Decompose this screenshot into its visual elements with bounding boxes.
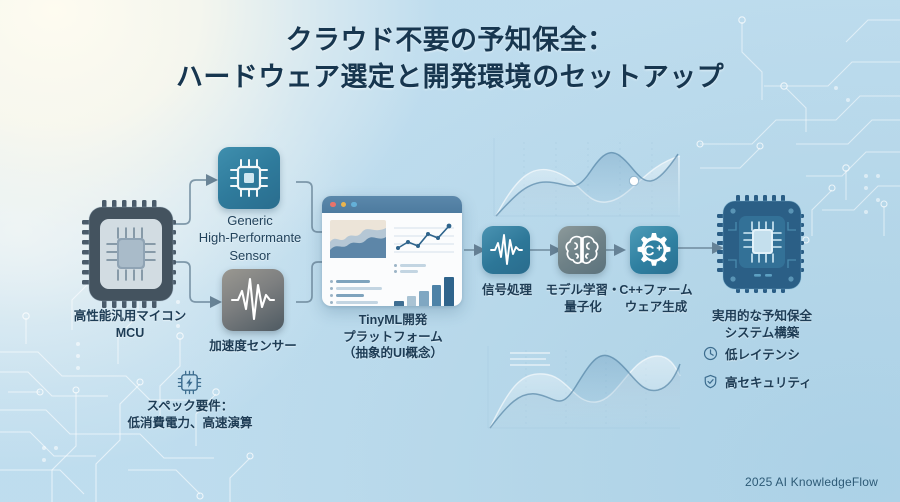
dashboard-window-icon[interactable] [322, 196, 462, 306]
title-line-1: クラウド不要の予知保全： [285, 25, 615, 55]
spec-note-label: スペック要件： 低消費電力、高速演算 [110, 398, 270, 431]
list-item [330, 301, 386, 304]
generic-sensor-label-line-1: Generic [227, 213, 273, 228]
shield-icon [704, 374, 717, 389]
window-body [322, 213, 462, 306]
pipeline-tile-firmware[interactable]: C [630, 226, 678, 274]
pipeline-label-firmware-line-2: ウェア生成 [624, 299, 688, 314]
pipeline-label-signal: 信号処理 [462, 282, 552, 299]
accelerometer-tile[interactable] [222, 269, 284, 331]
facts-list: 低レイテンシ 高セキュリティ [703, 344, 812, 391]
area-chart-panel [330, 220, 386, 258]
mcu-label-line-2: MCU [115, 325, 145, 340]
bar-chart-panel [394, 277, 454, 306]
generic-sensor-label: Generic High-Performante Sensor [196, 212, 304, 264]
pipeline-tile-signal[interactable] [482, 226, 530, 274]
platform-label-line-2: プラットフォーム [343, 329, 443, 344]
generic-sensor-label-line-3: Sensor [229, 247, 271, 263]
spec-note-line-2: 低消費電力、高速演算 [127, 415, 253, 430]
result-label: 実用的な予知保全 システム構築 [688, 308, 836, 341]
window-dot-minimize [340, 201, 346, 208]
waveform-icon [230, 277, 276, 321]
list-item [330, 294, 386, 297]
spec-note-line-1: スペック要件： [146, 399, 234, 413]
pipeline-label-firmware-line-1: C++ファーム [619, 283, 693, 297]
window-dot-close [330, 201, 336, 208]
pipeline-label-firmware: C++ファーム ウェア生成 [614, 282, 698, 315]
fact-high-security: 高セキュリティ [703, 372, 812, 391]
chip-sensor-icon [230, 159, 268, 197]
mcu-label-line-1: 高性能汎用マイコン [73, 309, 187, 323]
gear-cpp-icon: C [637, 233, 671, 266]
generic-sensor-label-line-2: High-Performante [198, 230, 302, 246]
generic-sensor-tile[interactable] [218, 147, 280, 209]
result-label-line-1: 実用的な予知保全 [711, 309, 812, 323]
window-dot-maximize [351, 201, 357, 208]
platform-label-line-3: （抽象的UI概念） [342, 346, 443, 361]
list-item [330, 287, 386, 290]
list-item [330, 280, 386, 283]
cpu-chip-icon [717, 195, 804, 293]
mcu-label: 高性能汎用マイコン MCU [52, 308, 208, 341]
list-item [394, 264, 454, 267]
pipeline-label-signal-line-1: 信号処理 [481, 283, 532, 297]
accelerometer-label: 加速度センサー [198, 338, 308, 355]
clock-icon [703, 346, 718, 361]
mcu-chip-icon [82, 200, 176, 308]
fact-low-latency-label: 低レイテンシ [725, 348, 800, 362]
decorative-chart-bottom [487, 346, 681, 429]
pipeline-label-training-line-2: 量子化 [564, 299, 602, 314]
decorative-chart-top [493, 138, 681, 217]
platform-label-line-1: TinyML開発 [358, 313, 428, 327]
fact-high-security-label: 高セキュリティ [725, 376, 812, 390]
footer-credit: 2025 AI KnowledgeFlow [745, 475, 878, 489]
window-titlebar [322, 196, 462, 213]
circuit-dots-right [834, 86, 880, 214]
fact-low-latency: 低レイテンシ [703, 344, 812, 363]
title-line-2: ハードウェア選定と開発環境のセットアップ [176, 62, 724, 93]
spec-note-icon-wrap [177, 370, 202, 395]
pipeline-label-training-line-1: モデル学習・ [545, 283, 621, 297]
platform-label: TinyML開発 プラットフォーム （抽象的UI概念） [320, 312, 466, 362]
chip-bolt-icon [177, 370, 202, 395]
result-label-line-2: システム構築 [724, 325, 800, 340]
pipeline-label-training: モデル学習・ 量子化 [540, 282, 626, 315]
accelerometer-label-line-1: 加速度センサー [209, 339, 297, 353]
svg-text:C: C [644, 243, 655, 260]
pulse-waveform-icon [490, 234, 523, 265]
line-chart-panel [394, 220, 454, 258]
list-item [394, 270, 454, 273]
pipeline-tile-training[interactable] [558, 226, 606, 274]
page-title: クラウド不要の予知保全： ハードウェア選定と開発環境のセットアップ [0, 22, 900, 97]
list-panel [330, 280, 386, 306]
brain-icon [565, 235, 599, 264]
